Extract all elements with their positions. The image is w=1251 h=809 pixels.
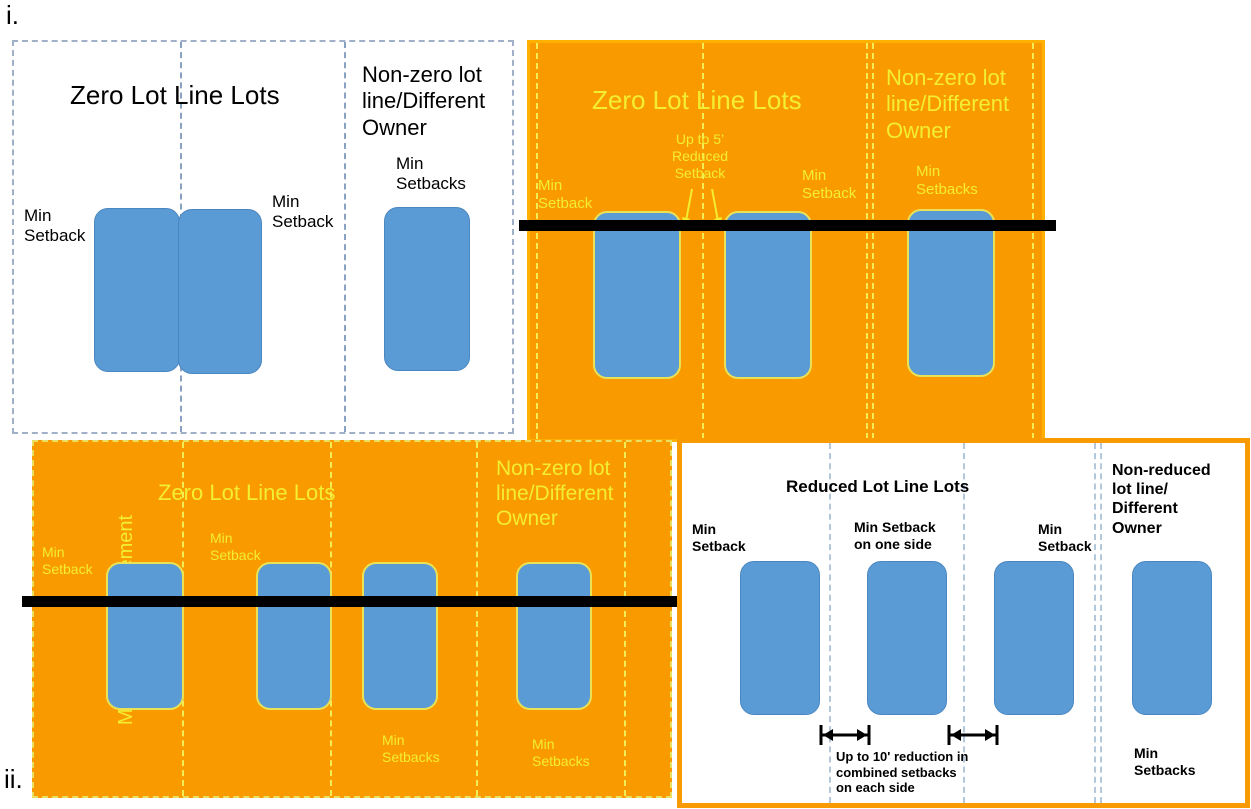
min-setback-label: Min Setback bbox=[24, 206, 86, 246]
building bbox=[907, 209, 995, 377]
label-i: i. bbox=[6, 0, 19, 30]
reduction-arrow bbox=[819, 725, 871, 745]
lot-line bbox=[963, 443, 965, 803]
lot-line bbox=[1032, 43, 1034, 439]
lot-line bbox=[702, 43, 704, 439]
building bbox=[362, 562, 438, 710]
lot-line bbox=[536, 43, 538, 439]
building bbox=[994, 561, 1074, 715]
street-line bbox=[22, 596, 678, 607]
building bbox=[106, 562, 184, 710]
building bbox=[724, 211, 812, 379]
lot-line bbox=[1094, 443, 1096, 803]
building bbox=[178, 209, 262, 374]
min-setback-label: Min Setback bbox=[692, 521, 746, 554]
min-setbacks-label: Min Setbacks bbox=[916, 163, 978, 198]
reduced-setback-label: Up to 5’ Reduced Setback bbox=[672, 131, 729, 181]
panel-i-right: Zero Lot Line Lots Non-zero lot line/Dif… bbox=[527, 40, 1045, 442]
street-line bbox=[519, 220, 1056, 231]
panel-ii-left: Zero Lot Line Lots Non-zero lot line/Dif… bbox=[32, 440, 672, 798]
building bbox=[516, 562, 592, 710]
nonzero-label: Non-zero lot line/Different Owner bbox=[362, 62, 486, 140]
min-setback-label: Min Setback bbox=[42, 544, 93, 577]
nonreduced-label: Non-reduced lot line/ Different Owner bbox=[1112, 462, 1211, 537]
reduction-arrow bbox=[947, 725, 999, 745]
panel-title: Zero Lot Line Lots bbox=[592, 85, 802, 115]
nonzero-label: Non-zero lot line/Different Owner bbox=[496, 457, 614, 531]
min-setbacks-label: Min Setbacks bbox=[396, 154, 466, 194]
nonzero-label: Non-zero lot line/Different Owner bbox=[886, 65, 1010, 143]
lot-line bbox=[872, 43, 874, 439]
building bbox=[867, 561, 947, 715]
panel-title: Zero Lot Line Lots bbox=[70, 80, 280, 110]
min-setback-label: Min Setback bbox=[210, 530, 261, 563]
building bbox=[1132, 561, 1212, 715]
reduction-label: Up to 10' reduction in combined setbacks… bbox=[836, 749, 969, 796]
min-setbacks-label: Min Setbacks bbox=[382, 732, 440, 765]
lot-line bbox=[624, 442, 626, 796]
min-setback-one-side-label: Min Setback on one side bbox=[854, 519, 936, 552]
lot-line bbox=[1100, 443, 1102, 803]
panel-title: Reduced Lot Line Lots bbox=[786, 477, 970, 496]
lot-line bbox=[344, 42, 346, 432]
lot-line bbox=[829, 443, 831, 803]
building bbox=[740, 561, 820, 715]
panel-i-left: Zero Lot Line Lots Non-zero lot line/Dif… bbox=[12, 40, 514, 434]
building bbox=[593, 211, 681, 379]
min-setbacks-label: Min Setbacks bbox=[532, 736, 590, 769]
label-ii: ii. bbox=[4, 764, 23, 794]
min-setback-label: Min Setback bbox=[1038, 521, 1092, 554]
min-setback-label: Min Setback bbox=[272, 192, 334, 232]
building bbox=[94, 208, 180, 372]
min-setback-label: Min Setback bbox=[802, 167, 857, 202]
lot-line bbox=[866, 43, 868, 439]
min-setback-label: Min Setback bbox=[538, 177, 593, 212]
building bbox=[256, 562, 332, 710]
lot-line bbox=[476, 442, 478, 796]
panel-title: Zero Lot Line Lots bbox=[158, 480, 336, 505]
building bbox=[384, 207, 470, 371]
min-setbacks-label: Min Setbacks bbox=[1134, 745, 1196, 778]
panel-ii-right: Reduced Lot Line Lots Non-reduced lot li… bbox=[677, 438, 1250, 808]
